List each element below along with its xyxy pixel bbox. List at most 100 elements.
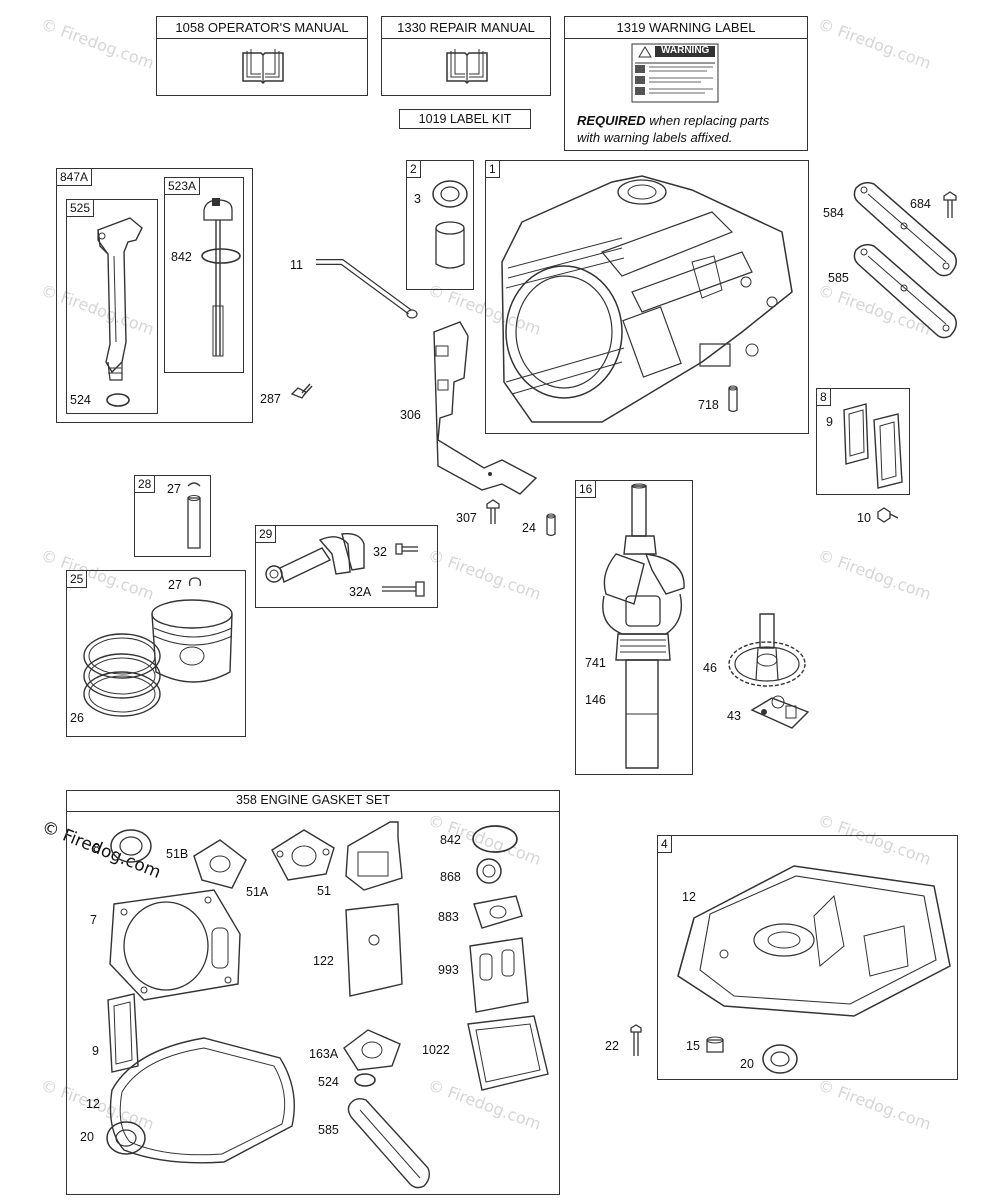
group-25 bbox=[66, 570, 246, 737]
callout-g883: 883 bbox=[438, 910, 459, 924]
seal-8-part[interactable] bbox=[108, 826, 154, 866]
screw-10-part[interactable] bbox=[876, 504, 900, 526]
breather-8-part[interactable] bbox=[840, 402, 906, 492]
gasket-163A-part[interactable] bbox=[340, 1026, 404, 1074]
callout-585: 585 bbox=[828, 271, 849, 285]
group-8 bbox=[816, 388, 910, 495]
watermark: © Firedog.com bbox=[815, 1075, 934, 1134]
governor-43-part[interactable] bbox=[748, 690, 814, 734]
camshaft-gear-46-part[interactable] bbox=[726, 612, 810, 694]
callout-g524: 524 bbox=[318, 1075, 339, 1089]
group-28 bbox=[134, 475, 211, 557]
o-ring-524-part[interactable] bbox=[104, 391, 132, 409]
piston-rings-part[interactable] bbox=[80, 624, 164, 720]
callout-524: 524 bbox=[70, 393, 91, 407]
gasket-1022-part[interactable] bbox=[462, 1014, 552, 1094]
callout-3: 3 bbox=[414, 192, 421, 206]
piston-pin-part[interactable] bbox=[182, 480, 208, 552]
sump-gasket-12-part[interactable] bbox=[104, 1030, 300, 1170]
air-guide-306-part[interactable] bbox=[424, 318, 546, 498]
warning-label-box[interactable]: 1319 WARNING LABEL WARNING REQUIRED when… bbox=[564, 16, 808, 151]
callout-g868: 868 bbox=[440, 870, 461, 884]
piston-part[interactable] bbox=[148, 596, 240, 692]
repair-manual-box[interactable]: 1330 REPAIR MANUAL bbox=[381, 16, 551, 96]
operators-manual-box[interactable]: 1058 OPERATOR'S MANUAL bbox=[156, 16, 368, 96]
o-ring-842-part[interactable] bbox=[198, 244, 244, 268]
group-label-16: 16 bbox=[575, 480, 597, 498]
callout-9: 9 bbox=[826, 415, 833, 429]
oil-fill-tube-part[interactable] bbox=[88, 212, 148, 387]
crankshaft-part[interactable] bbox=[596, 484, 692, 774]
screw-307-part[interactable] bbox=[484, 498, 502, 526]
seal-868-part[interactable] bbox=[474, 856, 504, 886]
required-bold: REQUIRED bbox=[577, 113, 646, 128]
group-16 bbox=[575, 480, 693, 775]
circlip-27-part[interactable] bbox=[186, 576, 204, 590]
head-gasket-7-part[interactable] bbox=[104, 884, 244, 1002]
callout-46: 46 bbox=[703, 661, 717, 675]
gasket-9-part[interactable] bbox=[104, 992, 144, 1076]
group-label-29: 29 bbox=[255, 525, 277, 543]
callout-718: 718 bbox=[698, 398, 719, 412]
group-label-8: 8 bbox=[816, 388, 831, 406]
gasket-51-part[interactable] bbox=[340, 816, 410, 892]
bolt-22-part[interactable] bbox=[628, 1024, 644, 1058]
cylinder-block-part[interactable] bbox=[492, 172, 804, 430]
callout-684: 684 bbox=[910, 197, 931, 211]
callout-12-sump: 12 bbox=[682, 890, 696, 904]
gasket-993-part[interactable] bbox=[466, 936, 532, 1016]
crankcase-sump-part[interactable] bbox=[664, 856, 954, 1026]
screw-32-part[interactable] bbox=[394, 540, 420, 558]
gasket-g585-part[interactable] bbox=[344, 1094, 434, 1194]
plug-15-part[interactable] bbox=[704, 1034, 726, 1056]
dipstick-part[interactable] bbox=[196, 196, 246, 364]
callout-g9: 9 bbox=[92, 1044, 99, 1058]
dowel-718-part[interactable] bbox=[726, 384, 740, 414]
breather-tube-11-part[interactable] bbox=[312, 252, 424, 324]
callout-842-dipstick: 842 bbox=[171, 250, 192, 264]
watermark: © Firedog.com bbox=[815, 545, 934, 604]
gasket-585-part[interactable] bbox=[850, 240, 962, 344]
warning-required-line-2: with warning labels affixed. bbox=[577, 130, 733, 145]
gasket-51A-part[interactable] bbox=[268, 826, 338, 884]
group-label-847A: 847A bbox=[56, 168, 93, 186]
connecting-rod-part[interactable] bbox=[260, 530, 370, 588]
operators-manual-label: 1058 OPERATOR'S MANUAL bbox=[157, 20, 367, 39]
o-ring-g524-part[interactable] bbox=[352, 1070, 378, 1090]
callout-g8: 8 bbox=[93, 841, 100, 855]
screw-287-part[interactable] bbox=[288, 380, 314, 408]
group-label-25: 25 bbox=[66, 570, 88, 588]
warning-decal-title: WARNING bbox=[661, 45, 710, 56]
callout-10: 10 bbox=[857, 511, 871, 525]
seal-3-part[interactable] bbox=[430, 176, 470, 272]
bolt-684-part[interactable] bbox=[940, 190, 960, 220]
o-ring-g842-part[interactable] bbox=[470, 822, 520, 856]
callout-g12: 12 bbox=[86, 1097, 100, 1111]
gasket-584-part[interactable] bbox=[850, 178, 962, 282]
callout-24: 24 bbox=[522, 521, 536, 535]
book-icon bbox=[239, 47, 287, 85]
callout-741: 741 bbox=[585, 656, 606, 670]
gasket-122-part[interactable] bbox=[340, 902, 406, 998]
gasket-set-title: 358 ENGINE GASKET SET bbox=[66, 790, 560, 812]
callout-g993: 993 bbox=[438, 963, 459, 977]
label-kit-box[interactable]: 1019 LABEL KIT bbox=[399, 109, 531, 129]
callout-g51B: 51B bbox=[166, 847, 189, 861]
seal-20-sump-part[interactable] bbox=[760, 1042, 800, 1076]
group-label-28: 28 bbox=[134, 475, 156, 493]
seal-g20-part[interactable] bbox=[104, 1118, 148, 1158]
warning-label-title: 1319 WARNING LABEL bbox=[616, 20, 756, 35]
gasket-883-part[interactable] bbox=[470, 892, 526, 932]
gasket-51B-part[interactable] bbox=[190, 836, 250, 892]
group-label-1: 1 bbox=[485, 160, 500, 178]
warning-required-line-1: REQUIRED when replacing parts bbox=[577, 112, 769, 129]
group-525 bbox=[66, 199, 158, 414]
watermark: © Firedog.com bbox=[425, 545, 544, 604]
callout-146: 146 bbox=[585, 693, 606, 707]
dowel-24-part[interactable] bbox=[544, 512, 558, 538]
callout-27a: 27 bbox=[167, 482, 181, 496]
group-523A bbox=[164, 177, 244, 373]
group-label-523A: 523A bbox=[164, 177, 201, 195]
screw-32A-part[interactable] bbox=[380, 580, 426, 598]
